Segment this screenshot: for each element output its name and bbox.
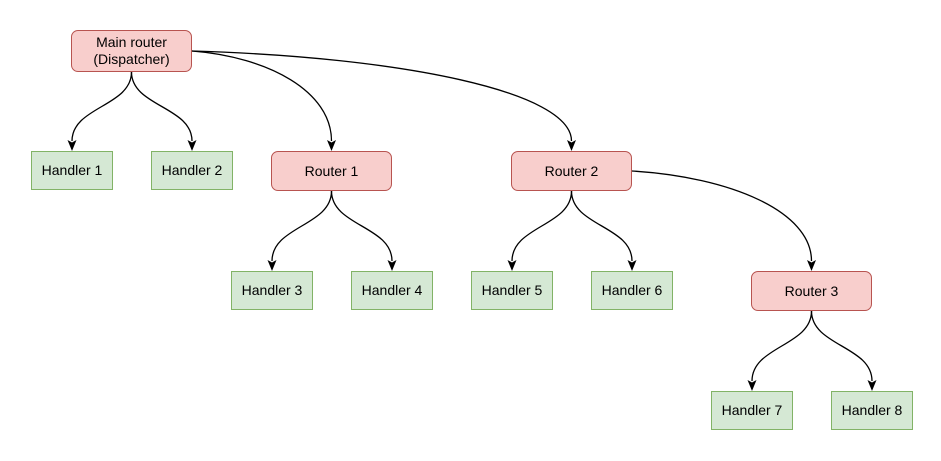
- arrowhead-icon: [387, 260, 397, 271]
- node-label: Main router (Dispatcher): [93, 34, 170, 67]
- edge-router3-handler8: [810, 310, 873, 382]
- node-main[interactable]: Main router (Dispatcher): [71, 30, 192, 72]
- arrowhead-icon: [807, 260, 816, 271]
- node-handler8[interactable]: Handler 8: [831, 391, 913, 430]
- edge-router2-router3: [631, 170, 813, 262]
- arrowhead-icon: [507, 260, 517, 271]
- arrowhead-icon: [67, 140, 77, 151]
- node-label: Handler 8: [841, 402, 903, 419]
- node-label: Handler 6: [601, 282, 663, 299]
- arrowhead-icon: [187, 140, 197, 151]
- node-handler1[interactable]: Handler 1: [31, 151, 113, 190]
- node-label: Handler 1: [41, 162, 103, 179]
- node-label: Router 2: [544, 162, 599, 179]
- edge-router2-handler6: [570, 190, 633, 262]
- node-handler4[interactable]: Handler 4: [351, 271, 433, 310]
- arrowhead-icon: [867, 380, 877, 391]
- node-router1[interactable]: Router 1: [271, 151, 392, 191]
- edge-router2-handler5: [511, 190, 573, 262]
- node-router2[interactable]: Router 2: [511, 151, 632, 191]
- edge-main-router2: [191, 50, 573, 142]
- node-handler2[interactable]: Handler 2: [151, 151, 233, 190]
- arrowhead-icon: [627, 260, 637, 271]
- node-handler3[interactable]: Handler 3: [231, 271, 313, 310]
- arrowhead-icon: [327, 140, 336, 151]
- edge-router1-handler4: [330, 190, 393, 262]
- node-router3[interactable]: Router 3: [751, 271, 872, 311]
- node-label: Handler 7: [721, 402, 783, 419]
- arrowhead-icon: [567, 140, 576, 151]
- edge-main-router1: [191, 50, 333, 142]
- node-handler7[interactable]: Handler 7: [711, 391, 793, 430]
- arrowhead-icon: [267, 260, 277, 271]
- node-label: Handler 2: [161, 162, 223, 179]
- edge-router3-handler7: [751, 310, 813, 382]
- edge-router1-handler3: [271, 190, 333, 262]
- node-handler5[interactable]: Handler 5: [471, 271, 553, 310]
- node-label: Router 3: [784, 282, 839, 299]
- node-label: Handler 3: [241, 282, 303, 299]
- node-label: Router 1: [304, 162, 359, 179]
- edge-main-handler1: [71, 71, 133, 142]
- edge-main-handler2: [130, 71, 193, 142]
- node-label: Handler 4: [361, 282, 423, 299]
- arrowhead-icon: [747, 380, 757, 391]
- node-label: Handler 5: [481, 282, 543, 299]
- node-handler6[interactable]: Handler 6: [591, 271, 673, 310]
